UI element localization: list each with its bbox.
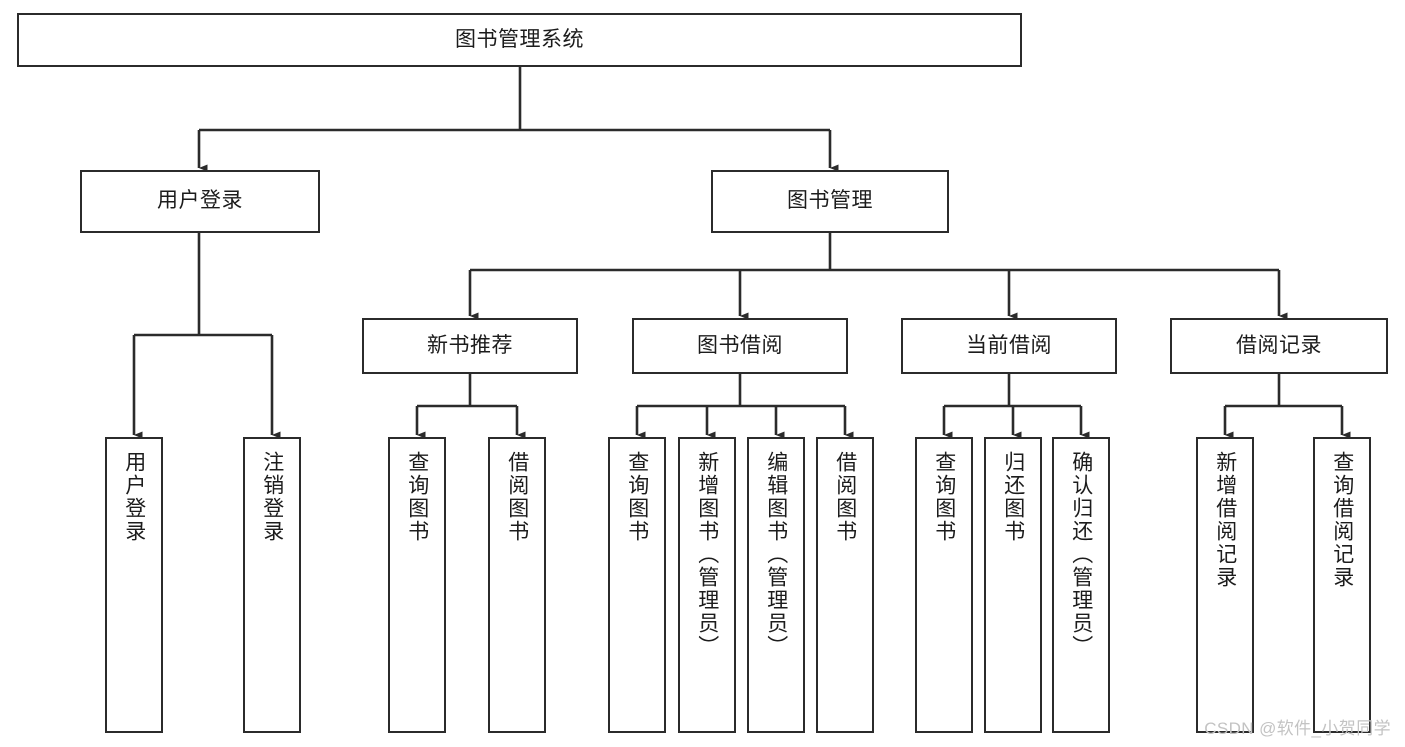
- connector-lines: [132, 67, 1351, 439]
- level2-node-label: 图书管理: [787, 189, 873, 213]
- level2-node-2[interactable]: 图书管理: [711, 170, 949, 233]
- level3-node-label: 当前借阅: [966, 333, 1052, 357]
- watermark-text: CSDN @软件_小贺同学: [1204, 719, 1391, 738]
- leaf-node-label: 注销登录: [260, 451, 284, 543]
- leaf-node-2[interactable]: 注销登录: [243, 437, 301, 733]
- leaf-node-label: 确认归还（管理员）: [1069, 451, 1093, 658]
- level3-node-2[interactable]: 图书借阅: [632, 318, 848, 374]
- leaf-node-8[interactable]: 借阅图书: [816, 437, 874, 733]
- root-node-1[interactable]: 图书管理系统: [17, 13, 1022, 67]
- leaf-node-13[interactable]: 查询借阅记录: [1313, 437, 1371, 733]
- level3-node-label: 新书推荐: [427, 333, 513, 357]
- leaf-node-9[interactable]: 查询图书: [915, 437, 973, 733]
- leaf-node-1[interactable]: 用户登录: [105, 437, 163, 733]
- leaf-node-label: 新增图书（管理员）: [695, 451, 719, 658]
- leaf-node-label: 新增借阅记录: [1213, 451, 1237, 589]
- leaf-node-12[interactable]: 新增借阅记录: [1196, 437, 1254, 733]
- leaf-node-label: 查询图书: [932, 451, 956, 543]
- leaf-node-5[interactable]: 查询图书: [608, 437, 666, 733]
- level3-node-label: 图书借阅: [697, 333, 783, 357]
- leaf-node-label: 编辑图书（管理员）: [764, 451, 788, 658]
- leaf-node-10[interactable]: 归还图书: [984, 437, 1042, 733]
- leaf-node-label: 查询图书: [405, 451, 429, 543]
- leaf-node-label: 借阅图书: [833, 451, 857, 543]
- leaf-node-3[interactable]: 查询图书: [388, 437, 446, 733]
- level2-node-1[interactable]: 用户登录: [80, 170, 320, 233]
- level3-node-4[interactable]: 借阅记录: [1170, 318, 1388, 374]
- leaf-node-label: 归还图书: [1001, 451, 1025, 543]
- leaf-node-7[interactable]: 编辑图书（管理员）: [747, 437, 805, 733]
- leaf-node-6[interactable]: 新增图书（管理员）: [678, 437, 736, 733]
- level3-node-1[interactable]: 新书推荐: [362, 318, 578, 374]
- root-node-label: 图书管理系统: [455, 27, 584, 51]
- level3-node-label: 借阅记录: [1236, 333, 1322, 357]
- level3-node-3[interactable]: 当前借阅: [901, 318, 1117, 374]
- leaf-node-label: 用户登录: [122, 451, 146, 543]
- leaf-node-label: 查询借阅记录: [1330, 451, 1354, 589]
- leaf-node-label: 借阅图书: [505, 451, 529, 543]
- leaf-node-4[interactable]: 借阅图书: [488, 437, 546, 733]
- level2-node-label: 用户登录: [157, 189, 243, 213]
- leaf-node-11[interactable]: 确认归还（管理员）: [1052, 437, 1110, 733]
- leaf-node-label: 查询图书: [625, 451, 649, 543]
